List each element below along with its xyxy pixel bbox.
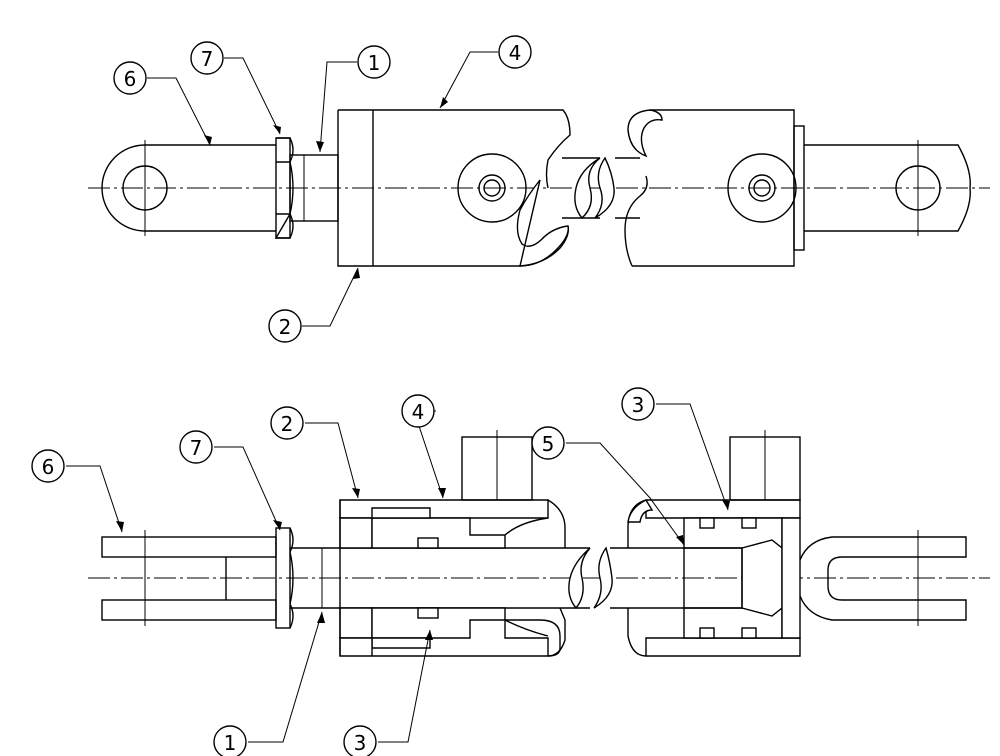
bottom-callout-6: 6 [31, 449, 65, 483]
top-rod-break [562, 156, 640, 220]
svg-text:7: 7 [190, 436, 203, 460]
bottom-view: 6 7 2 4 5 3 1 3 [31, 387, 990, 756]
top-callout-2: 2 [268, 309, 302, 343]
svg-text:5: 5 [542, 432, 555, 456]
top-right-rod-end [804, 140, 971, 236]
bottom-right-clevis [799, 530, 967, 626]
svg-text:3: 3 [632, 393, 645, 417]
bottom-leaders [66, 403, 730, 743]
top-callout-7: 7 [190, 41, 224, 75]
bottom-callout-2: 2 [270, 406, 304, 440]
top-leaders [147, 51, 498, 327]
top-callout-1: 1 [357, 45, 391, 79]
bottom-callout-3-lower: 3 [343, 725, 377, 756]
top-view: 6 7 1 4 2 [88, 35, 990, 343]
top-callout-6: 6 [113, 61, 147, 95]
svg-text:6: 6 [124, 67, 137, 91]
svg-text:6: 6 [42, 455, 55, 479]
bottom-callout-3-right: 3 [621, 387, 655, 421]
svg-text:4: 4 [412, 400, 425, 424]
svg-text:1: 1 [224, 731, 237, 755]
bottom-housing-left [339, 430, 566, 657]
svg-text:4: 4 [509, 41, 522, 65]
svg-text:1: 1 [368, 51, 381, 75]
top-housing-right [624, 109, 805, 267]
bottom-callout-1: 1 [213, 725, 247, 756]
svg-text:2: 2 [281, 412, 294, 436]
bottom-callout-4: 4 [401, 394, 435, 428]
bottom-callout-5: 5 [531, 426, 565, 460]
svg-text:2: 2 [279, 315, 292, 339]
top-left-rod-end [101, 140, 276, 236]
bottom-hex-nut [275, 527, 294, 629]
svg-text:7: 7 [201, 47, 214, 71]
svg-text:3: 3 [354, 731, 367, 755]
top-callout-4: 4 [498, 35, 532, 69]
top-housing-left [337, 109, 571, 267]
bottom-housing-right [627, 430, 801, 657]
bottom-callout-7: 7 [179, 430, 213, 464]
